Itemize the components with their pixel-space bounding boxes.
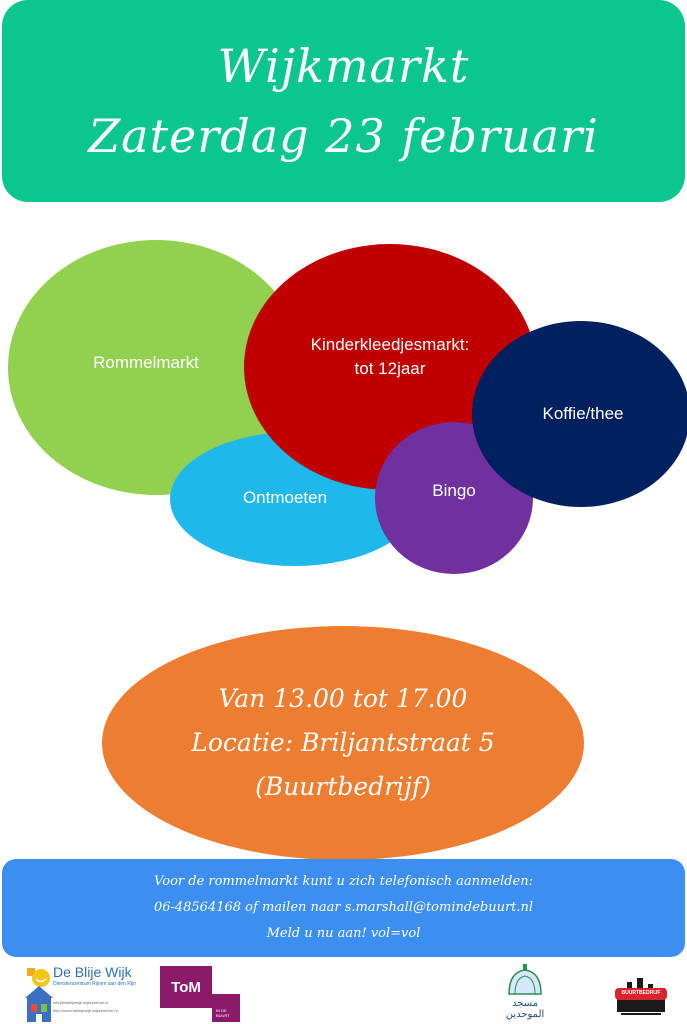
registration-info-bar: Voor de rommelmarkt kunt u zich telefoni…: [2, 859, 685, 957]
tom-wordmark: ToM: [160, 966, 212, 1008]
blije-wijk-house-icon: [25, 968, 53, 1022]
tom-tagline: IN DE BUURT: [216, 1008, 230, 1018]
ontmoeten-label: Ontmoeten: [242, 487, 328, 507]
mosque-arabic-text: مسجد الموحدين: [499, 998, 551, 1020]
info-line-3: Meld u nu aan! vol=vol: [266, 926, 421, 941]
mosque-text-line2: الموحدين: [505, 1009, 545, 1020]
blije-wijk-title: De Blije Wijk: [53, 964, 132, 980]
tom-tagline-line1: IN DE: [216, 1008, 227, 1013]
rommelmarkt-label: Rommelmarkt: [93, 352, 199, 372]
location-text: Locatie: Briljantstraat 5: [191, 728, 495, 757]
mosque-dome-icon: [508, 964, 542, 995]
event-title: Wijkmarkt: [217, 39, 470, 93]
event-date: Zaterdag 23 februari: [88, 109, 599, 163]
time-text: Van 13.00 tot 17.00: [218, 684, 468, 713]
buurtbedrijf-skyline-icon: [615, 978, 667, 1015]
bubble-koffie-thee: Koffie/thee: [472, 321, 687, 507]
header-banner: Wijkmarkt Zaterdag 23 februari: [2, 0, 685, 202]
blije-wijk-website: http://www.deblijewijk-wijkcentrum.nl: [53, 1008, 118, 1013]
tom-accent-block: [212, 994, 240, 1022]
info-line-1: Voor de rommelmarkt kunt u zich telefoni…: [154, 874, 533, 889]
logo-tom-in-de-buurt: ToM IN DE BUURT: [160, 966, 240, 1022]
blije-wijk-email: info@deblijewijk-wijkcentrum.nl: [53, 1000, 109, 1005]
kinder-line1: Kinderkleedjesmarkt:: [310, 335, 470, 354]
venue-text: (Buurtbedrijf): [255, 772, 431, 801]
kinder-line2: tot 12jaar: [354, 359, 426, 378]
koffie-label: Koffie/thee: [542, 404, 624, 423]
logo-buurtbedrijf: BUURTBEDRIJF: [613, 972, 669, 1018]
logo-mosque: مسجد الموحدين: [497, 964, 553, 1024]
buurtbedrijf-label: BUURTBEDRIJF: [621, 990, 661, 996]
tom-tagline-line2: BUURT: [216, 1013, 230, 1018]
mosque-text-line1: مسجد: [512, 998, 538, 1009]
info-line-2: 06-48564168 of mailen naar s.marshall@to…: [153, 900, 534, 915]
time-location-ellipse: Van 13.00 tot 17.00 Locatie: Briljantstr…: [102, 626, 584, 860]
kinderkleedjesmarkt-label: Kinderkleedjesmarkt: tot 12jaar: [311, 333, 470, 381]
logo-de-blije-wijk: De Blije Wijk Dienstencentrum Rijnen aan…: [25, 964, 136, 1024]
sponsor-logos: De Blije Wijk Dienstencentrum Rijnen aan…: [0, 962, 687, 1024]
bingo-label: Bingo: [432, 481, 476, 500]
blije-wijk-subtitle: Dienstencentrum Rijnen aan den Rijn: [53, 981, 136, 987]
